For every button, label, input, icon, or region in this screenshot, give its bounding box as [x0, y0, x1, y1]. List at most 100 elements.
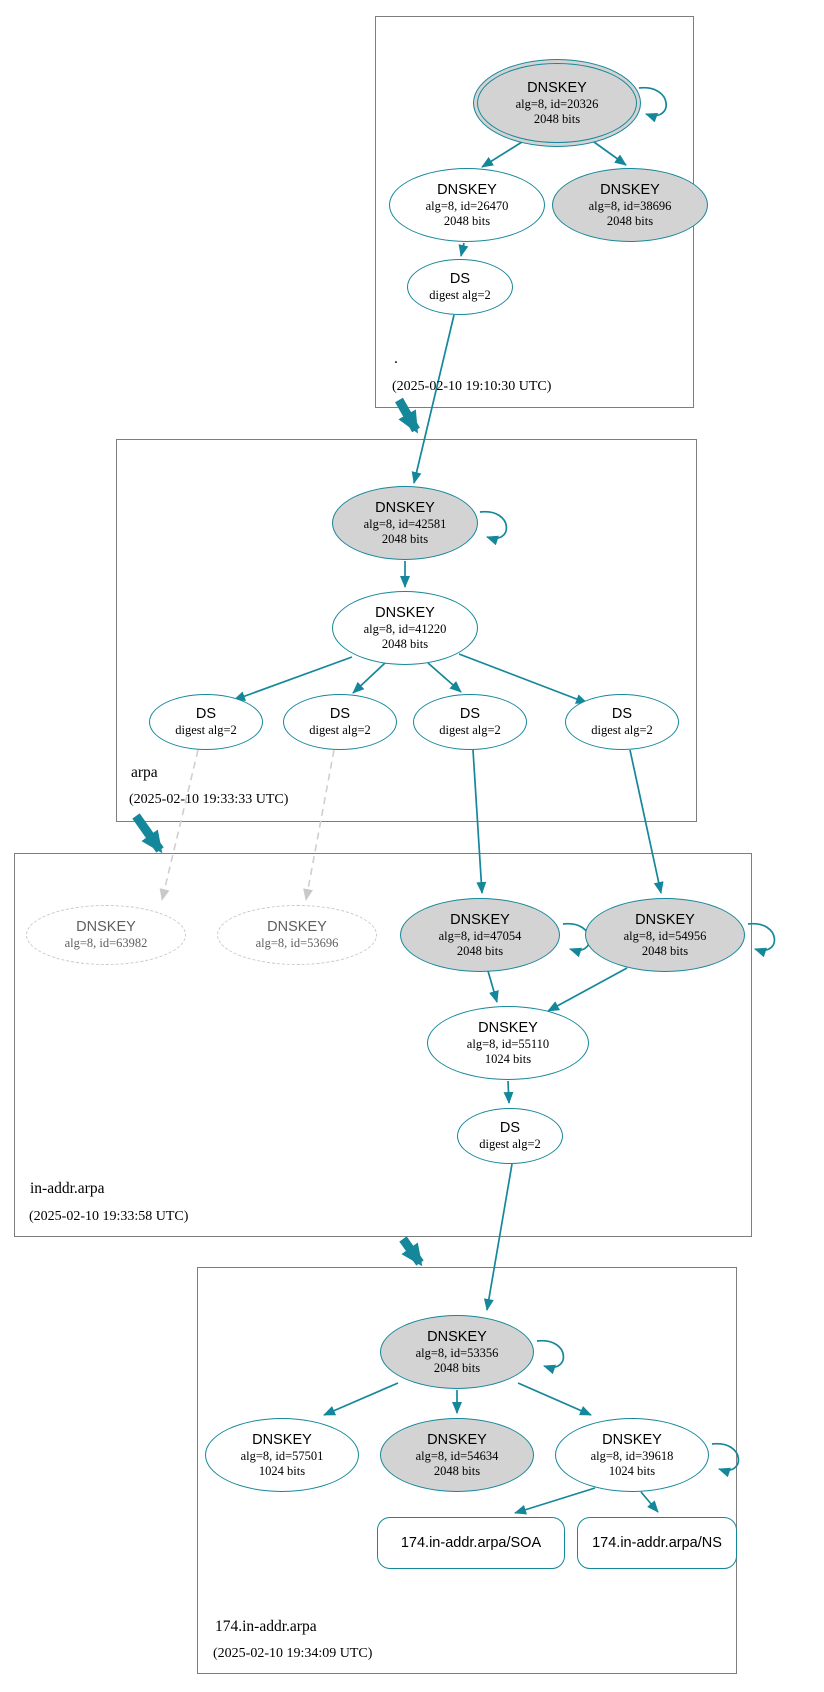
dnskey-title: DNSKEY	[602, 1432, 662, 1448]
dnskey-bits: 2048 bits	[533, 111, 581, 126]
edge-47054-55110	[487, 970, 499, 1003]
dnskey-alg-id: alg=8, id=47054	[438, 929, 522, 943]
edge-41220-ds2	[352, 662, 386, 694]
zone-timestamp-174-in-addr-arpa: (2025-02-10 19:34:09 UTC)	[213, 1646, 373, 1661]
zone-label-arpa: arpa	[131, 764, 158, 781]
rrset-label: 174.in-addr.arpa/NS	[592, 1535, 722, 1551]
ds-node-root[interactable]: DS digest alg=2	[407, 259, 513, 315]
edge-ds1-63982-dashed	[159, 749, 199, 901]
delegation-arrow-arpa-inaddr	[132, 813, 164, 854]
dnskey-title: DNSKEY	[267, 919, 327, 936]
ds-digest: digest alg=2	[479, 1137, 541, 1152]
dnskey-alg-id: alg=8, id=55110	[466, 1037, 550, 1051]
dnskey-node-42581[interactable]: DNSKEY alg=8, id=42581 2048 bits	[332, 486, 478, 560]
edge-selfloop-53356	[536, 1340, 565, 1375]
dnskey-bits: 2048 bits	[606, 213, 654, 228]
dnskey-node-39618[interactable]: DNSKEY alg=8, id=39618 1024 bits	[555, 1418, 709, 1492]
ds-node-arpa-1[interactable]: DS digest alg=2	[149, 694, 263, 750]
rrset-node-soa[interactable]: 174.in-addr.arpa/SOA	[377, 1517, 565, 1569]
dnskey-title: DNSKEY	[427, 1329, 487, 1345]
dnskey-title: DNSKEY	[635, 912, 695, 928]
dnskey-node-57501[interactable]: DNSKEY alg=8, id=57501 1024 bits	[205, 1418, 359, 1492]
ds-digest: digest alg=2	[439, 723, 501, 738]
dnskey-title: DNSKEY	[375, 605, 435, 621]
edge-41220-ds1	[233, 656, 353, 701]
ds-digest: digest alg=2	[429, 288, 491, 303]
ds-node-arpa-3[interactable]: DS digest alg=2	[413, 694, 527, 750]
dnskey-node-38696[interactable]: DNSKEY alg=8, id=38696 2048 bits	[552, 168, 708, 242]
edge-20326-26470	[481, 141, 523, 168]
dnskey-node-47054[interactable]: DNSKEY alg=8, id=47054 2048 bits	[400, 898, 560, 972]
edge-selfloop-42581	[479, 511, 508, 546]
ds-node-arpa-4[interactable]: DS digest alg=2	[565, 694, 679, 750]
dnskey-alg-id: alg=8, id=41220	[363, 622, 447, 636]
edge-ds3-47054	[472, 749, 487, 894]
edge-26470-ds	[458, 242, 469, 257]
dnskey-alg-id: alg=8, id=54634	[415, 1449, 499, 1463]
ds-title: DS	[459, 706, 481, 723]
delegation-arrow-inaddr-174	[399, 1236, 424, 1267]
dnskey-alg-id: alg=8, id=39618	[590, 1449, 674, 1463]
rrset-label: 174.in-addr.arpa/SOA	[400, 1535, 542, 1551]
dnskey-bits: 2048 bits	[381, 636, 429, 651]
dnskey-node-55110[interactable]: DNSKEY alg=8, id=55110 1024 bits	[427, 1006, 589, 1080]
dnskey-bits: 2048 bits	[381, 531, 429, 546]
zone-timestamp-in-addr-arpa: (2025-02-10 19:33:58 UTC)	[29, 1209, 189, 1224]
ds-node-in-addr[interactable]: DS digest alg=2	[457, 1108, 563, 1164]
edge-selfloop-39618	[711, 1443, 740, 1478]
dnskey-bits: 2048 bits	[433, 1463, 481, 1478]
rrset-node-ns[interactable]: 174.in-addr.arpa/NS	[577, 1517, 737, 1569]
dnskey-title: DNSKEY	[450, 912, 510, 928]
zone-box-174-in-addr-arpa	[197, 1267, 737, 1674]
dnskey-bits: 2048 bits	[641, 943, 689, 958]
ds-node-arpa-2[interactable]: DS digest alg=2	[283, 694, 397, 750]
dnskey-title: DNSKEY	[527, 80, 587, 96]
dnskey-bits: 2048 bits	[456, 943, 504, 958]
ds-digest: digest alg=2	[591, 723, 653, 738]
dnskey-bits: 1024 bits	[258, 1463, 306, 1478]
dnskey-alg-id: alg=8, id=53696	[255, 936, 339, 951]
dnskey-node-41220[interactable]: DNSKEY alg=8, id=41220 2048 bits	[332, 591, 478, 665]
edge-39618-ns	[640, 1491, 659, 1513]
zone-timestamp-arpa: (2025-02-10 19:33:33 UTC)	[129, 792, 289, 807]
delegation-arrow-root-arpa	[395, 397, 420, 434]
ds-title: DS	[499, 1120, 521, 1137]
zone-label-174-in-addr-arpa: 174.in-addr.arpa	[215, 1618, 317, 1635]
dnskey-bits: 2048 bits	[443, 213, 491, 228]
edge-55110-ds	[503, 1080, 514, 1104]
edge-20326-38696	[593, 141, 627, 166]
dnskey-alg-id: alg=8, id=54956	[623, 929, 707, 943]
dnskey-node-53356[interactable]: DNSKEY alg=8, id=53356 2048 bits	[380, 1315, 534, 1389]
zone-box-arpa	[116, 439, 697, 822]
dnskey-bits: 1024 bits	[484, 1051, 532, 1066]
dnskey-title: DNSKEY	[437, 182, 497, 198]
ds-title: DS	[449, 271, 471, 288]
edge-inaddrds-53356	[483, 1163, 513, 1311]
edge-54956-55110	[547, 967, 628, 1012]
dnskey-node-54956[interactable]: DNSKEY alg=8, id=54956 2048 bits	[585, 898, 745, 972]
dnskey-node-26470[interactable]: DNSKEY alg=8, id=26470 2048 bits	[389, 168, 545, 242]
dnskey-alg-id: alg=8, id=53356	[415, 1346, 499, 1360]
edge-53356-57501	[323, 1382, 399, 1416]
edge-selfloop-20326	[638, 87, 668, 123]
edge-41220-ds4	[458, 653, 588, 704]
dnskey-title: DNSKEY	[375, 500, 435, 516]
zone-label-root: .	[394, 350, 398, 367]
ds-title: DS	[611, 706, 633, 723]
dnskey-node-20326[interactable]: DNSKEY alg=8, id=20326 2048 bits	[473, 59, 641, 147]
dnskey-bits: 2048 bits	[433, 1360, 481, 1375]
dnskey-node-63982-missing[interactable]: DNSKEY alg=8, id=63982	[26, 905, 186, 965]
edge-rootds-42581	[411, 314, 455, 484]
dnskey-node-54634[interactable]: DNSKEY alg=8, id=54634 2048 bits	[380, 1418, 534, 1492]
dnskey-title: DNSKEY	[600, 182, 660, 198]
dnskey-alg-id: alg=8, id=26470	[425, 199, 509, 213]
edge-39618-soa	[514, 1487, 596, 1515]
dnskey-alg-id: alg=8, id=20326	[515, 97, 599, 111]
dnskey-title: DNSKEY	[427, 1432, 487, 1448]
dnskey-alg-id: alg=8, id=57501	[240, 1449, 324, 1463]
dnskey-alg-id: alg=8, id=63982	[64, 936, 148, 951]
dnskey-title: DNSKEY	[76, 919, 136, 936]
dnskey-alg-id: alg=8, id=38696	[588, 199, 672, 213]
dnskey-node-53696-missing[interactable]: DNSKEY alg=8, id=53696	[217, 905, 377, 965]
